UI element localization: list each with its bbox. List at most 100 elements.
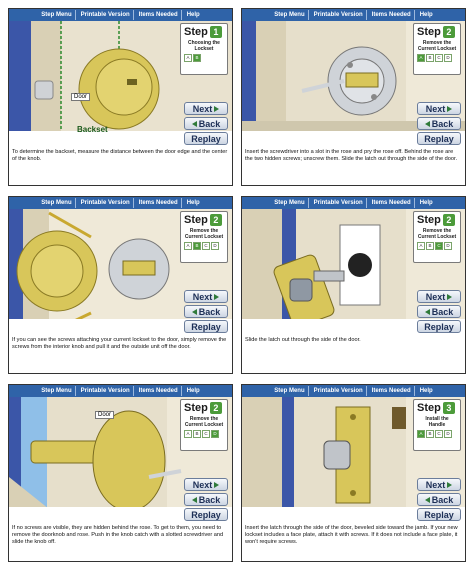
illustration-slide-latch [242,209,465,319]
menu-bar: Step Menu Printable Version Items Needed… [242,9,465,21]
step-description: Remove the Current Lockset [417,40,457,52]
back-button[interactable]: Back [184,117,228,130]
menu-step-menu[interactable]: Step Menu [271,198,309,208]
next-button[interactable]: Next [417,102,461,115]
replay-button[interactable]: Replay [417,320,461,333]
substep-tab-b[interactable]: B [426,54,434,62]
menu-step-menu[interactable]: Step Menu [38,386,76,396]
menu-help[interactable]: Help [419,12,433,18]
long-screw [74,311,92,319]
substep-tab-b[interactable]: B [193,430,201,438]
back-button[interactable]: Back [184,305,228,318]
substep-tab-d[interactable]: D [444,54,452,62]
menu-printable-version[interactable]: Printable Version [311,386,367,396]
menu-items-needed[interactable]: Items Needed [369,198,415,208]
substep-tab-d[interactable]: D [444,242,452,250]
arrow-right-icon [447,293,453,300]
menu-printable-version[interactable]: Printable Version [311,198,367,208]
menu-help[interactable]: Help [186,388,200,394]
substep-tab-d[interactable]: D [444,430,452,438]
arrow-right-icon [214,293,220,300]
next-button[interactable]: Next [417,478,461,491]
replay-button[interactable]: Replay [417,132,461,145]
replay-button[interactable]: Replay [417,508,461,521]
menu-printable-version[interactable]: Printable Version [78,10,134,20]
back-button[interactable]: Back [417,305,461,318]
substep-tab-a[interactable]: A [417,430,425,438]
menu-bar: Step Menu Printable Version Items Needed… [9,385,232,397]
substep-tab-a[interactable]: A [184,430,192,438]
substep-tabs: A B [184,54,224,62]
replay-button[interactable]: Replay [184,320,228,333]
menu-items-needed[interactable]: Items Needed [136,386,182,396]
substep-tab-a[interactable]: A [184,242,192,250]
menu-items-needed[interactable]: Items Needed [136,198,182,208]
substep-tab-a[interactable]: A [417,54,425,62]
menu-printable-version[interactable]: Printable Version [78,386,134,396]
substep-tab-c[interactable]: C [435,54,443,62]
substep-tabs: A B C D [184,242,224,250]
step-label: Step [417,402,441,414]
substep-tab-d[interactable]: D [211,430,219,438]
menu-items-needed[interactable]: Items Needed [369,386,415,396]
menu-bar: Step Menu Printable Version Items Needed… [242,385,465,397]
screwdriver [301,79,345,93]
substep-tab-b[interactable]: B [426,242,434,250]
menu-items-needed[interactable]: Items Needed [136,10,182,20]
substep-tab-c[interactable]: C [435,242,443,250]
replay-label: Replay [191,321,221,332]
step-caption: To determine the backset, measure the di… [12,149,228,162]
menu-step-menu[interactable]: Step Menu [38,198,76,208]
substep-tab-a[interactable]: A [184,54,192,62]
menu-printable-version[interactable]: Printable Version [78,198,134,208]
next-label: Next [192,479,213,490]
substep-tab-a[interactable]: A [417,242,425,250]
substep-tab-b[interactable]: B [426,430,434,438]
menu-step-menu[interactable]: Step Menu [271,386,309,396]
back-label: Back [431,494,454,505]
menu-help[interactable]: Help [419,388,433,394]
back-label: Back [198,494,221,505]
step-caption: If you can see the screws attaching your… [12,337,227,350]
next-button[interactable]: Next [417,290,461,303]
step-description: Remove the Current Lockset [184,416,224,428]
menu-step-menu[interactable]: Step Menu [38,10,76,20]
substep-tab-c[interactable]: C [202,242,210,250]
screw-head [347,62,353,68]
back-button[interactable]: Back [417,117,461,130]
substep-tab-b[interactable]: B [193,54,201,62]
replay-label: Replay [191,509,221,520]
menu-printable-version[interactable]: Printable Version [311,10,367,20]
back-label: Back [431,118,454,129]
knob-rose [92,410,166,507]
menu-help[interactable]: Help [419,200,433,206]
step-label: Step [417,26,441,38]
step-label: Step [417,214,441,226]
menu-items-needed[interactable]: Items Needed [369,10,415,20]
arrow-left-icon [424,496,430,503]
screw-head [350,490,356,496]
next-button[interactable]: Next [184,290,228,303]
step-description: Remove the Current Lockset [184,228,224,240]
substep-tab-d[interactable]: D [211,242,219,250]
menu-help[interactable]: Help [186,200,200,206]
latch-bolt [289,278,313,302]
back-button[interactable]: Back [184,493,228,506]
substep-tab-c[interactable]: C [435,430,443,438]
substep-tab-b[interactable]: B [193,242,201,250]
menu-step-menu[interactable]: Step Menu [271,10,309,20]
arrow-left-icon [424,308,430,315]
step-description: Install the Handle [425,416,449,428]
back-button[interactable]: Back [417,493,461,506]
substep-tabs: A B C D [184,430,224,438]
next-button[interactable]: Next [184,102,228,115]
back-label: Back [431,306,454,317]
replay-button[interactable]: Replay [184,508,228,521]
latch-bolt [323,440,351,470]
next-button[interactable]: Next [184,478,228,491]
replay-button[interactable]: Replay [184,132,228,145]
menu-help[interactable]: Help [186,12,200,18]
substep-tab-c[interactable]: C [202,430,210,438]
